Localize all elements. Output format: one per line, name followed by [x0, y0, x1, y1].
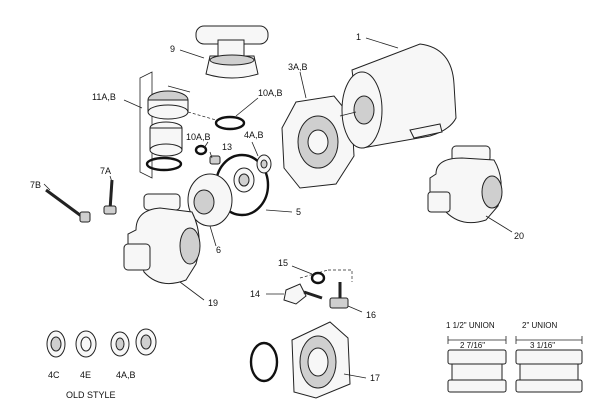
bolt-7b-part: [45, 188, 91, 223]
union-2-dim: 3 1/16": [530, 341, 555, 350]
screw-7a-part: [103, 179, 117, 215]
union-1-5-title: 1 1/2" UNION: [446, 321, 495, 330]
fitting-group-part: [283, 269, 353, 309]
callout-20: 20: [514, 231, 524, 241]
seal-plate-part: [281, 71, 355, 189]
callout-19: 19: [208, 298, 218, 308]
callout-16: 16: [366, 310, 376, 320]
motor-part: [339, 37, 457, 149]
callout-5: 5: [296, 207, 301, 217]
old-style-label: OLD STYLE: [66, 390, 116, 400]
callout-9: 9: [170, 44, 175, 54]
callout-11ab: 11A,B: [92, 92, 116, 102]
callout-13: 13: [222, 142, 232, 152]
callout-7b: 7B: [30, 180, 41, 190]
impeller-part: [233, 141, 272, 193]
o-ring-upper-part: [214, 115, 246, 131]
callout-6: 6: [216, 245, 221, 255]
union-1-5-diagram: [447, 336, 507, 393]
callout-14: 14: [250, 289, 260, 299]
wet-end-assembly-part: [427, 145, 513, 233]
union-2-title: 2" UNION: [522, 321, 558, 330]
callout-1: 1: [356, 32, 361, 42]
tee-fitting-part: [195, 25, 269, 79]
union-1-5-dim: 2 7/16": [460, 341, 485, 350]
o-ring-lower-part: [194, 144, 208, 156]
diffuser-part: [187, 173, 233, 247]
union-2-diagram: [515, 336, 583, 393]
callout-4ab-old: 4A,B: [116, 370, 136, 380]
callout-15: 15: [278, 258, 288, 268]
union-nut-part: [249, 321, 351, 399]
callout-4c: 4C: [48, 370, 60, 380]
pump-housing-part: [123, 193, 205, 301]
callout-4e: 4E: [80, 370, 91, 380]
callout-10ab-upper: 10A,B: [258, 88, 283, 98]
callout-4ab: 4A,B: [244, 130, 264, 140]
union-assembly-part: [139, 71, 191, 179]
callout-10ab-lower: 10A,B: [186, 132, 211, 142]
leader-lines: [43, 49, 367, 379]
callout-7a: 7A: [100, 166, 111, 176]
callout-3ab: 3A,B: [288, 62, 308, 72]
old-style-parts: [46, 328, 157, 358]
callout-17: 17: [370, 373, 380, 383]
drain-plug-part: [209, 155, 221, 165]
